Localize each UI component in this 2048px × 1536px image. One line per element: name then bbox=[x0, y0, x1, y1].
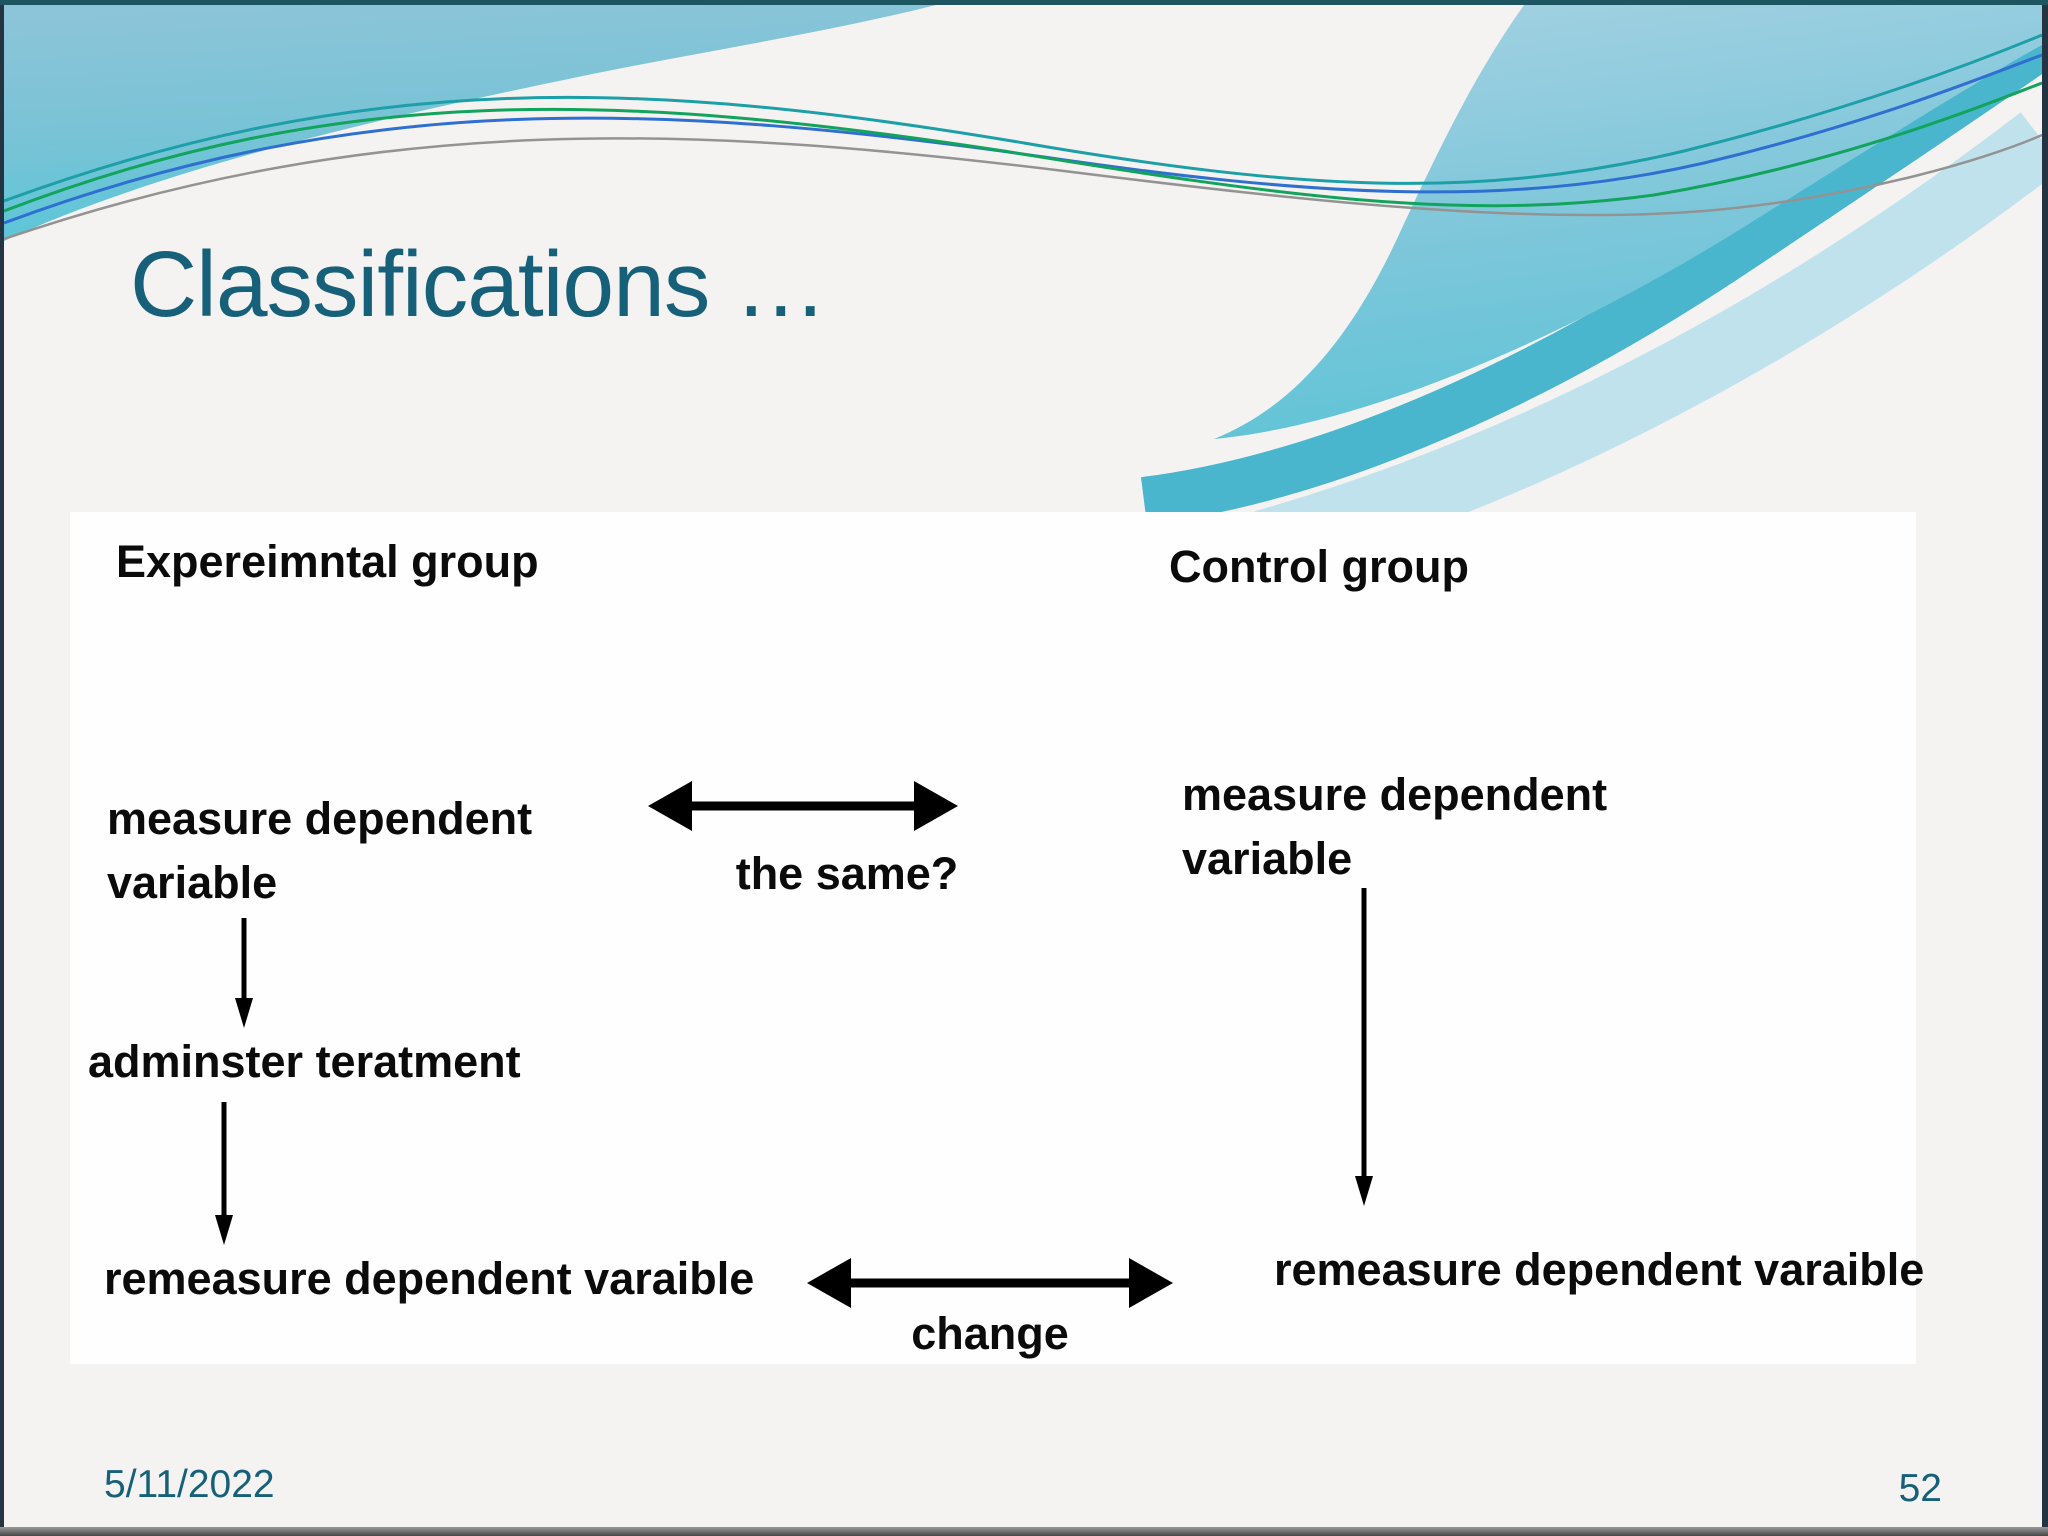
change-label: change bbox=[911, 1308, 1069, 1359]
header-wave-graphic bbox=[4, 5, 2042, 565]
measure-dependent-left-line1: measure dependent bbox=[107, 793, 533, 844]
control-group-header: Control group bbox=[1169, 541, 1469, 592]
treatment-down-arrow-icon bbox=[235, 918, 253, 1028]
experimental-group-header: Expereimntal group bbox=[116, 536, 539, 587]
same-label: the same? bbox=[735, 848, 959, 899]
remeasure-right-label: remeasure dependent varaible bbox=[1274, 1244, 1925, 1295]
remeasure-down-arrow-icon bbox=[215, 1102, 233, 1245]
slide-canvas: Classifications … Expereimntal group Con… bbox=[4, 5, 2042, 1527]
measure-dependent-left-line2: variable bbox=[107, 857, 278, 908]
thin-gray-line bbox=[4, 133, 2042, 241]
slide-top-edge bbox=[0, 0, 2048, 5]
light-band bbox=[1254, 112, 2042, 565]
measure-dependent-right-line1: measure dependent bbox=[1182, 769, 1608, 820]
control-down-arrow-icon bbox=[1355, 888, 1373, 1206]
experiment-diagram-panel: Expereimntal group Control group measure… bbox=[70, 512, 1924, 1364]
measure-dependent-right-line2: variable bbox=[1182, 833, 1353, 884]
footer-date: 5/11/2022 bbox=[104, 1463, 275, 1506]
change-double-arrow-icon bbox=[807, 1258, 1173, 1308]
thin-blue-line bbox=[4, 53, 2042, 225]
remeasure-left-label: remeasure dependent varaible bbox=[104, 1253, 755, 1304]
measure-dependent-right: measure dependent variable bbox=[1182, 763, 1607, 891]
page-number: 52 bbox=[1898, 1467, 1942, 1510]
sky-right-wave bbox=[1214, 5, 2042, 439]
accent-band bbox=[1140, 25, 2042, 525]
administer-treatment-label: adminster teratment bbox=[88, 1036, 521, 1087]
same-double-arrow-icon bbox=[648, 781, 958, 831]
thin-teal-line bbox=[4, 33, 2042, 203]
slide-bottom-edge bbox=[0, 1527, 2048, 1536]
slide-title: Classifications … bbox=[130, 232, 827, 336]
measure-dependent-left: measure dependent variable bbox=[107, 787, 532, 915]
thin-green-line bbox=[4, 81, 2042, 213]
sky-left-wave bbox=[4, 5, 936, 241]
